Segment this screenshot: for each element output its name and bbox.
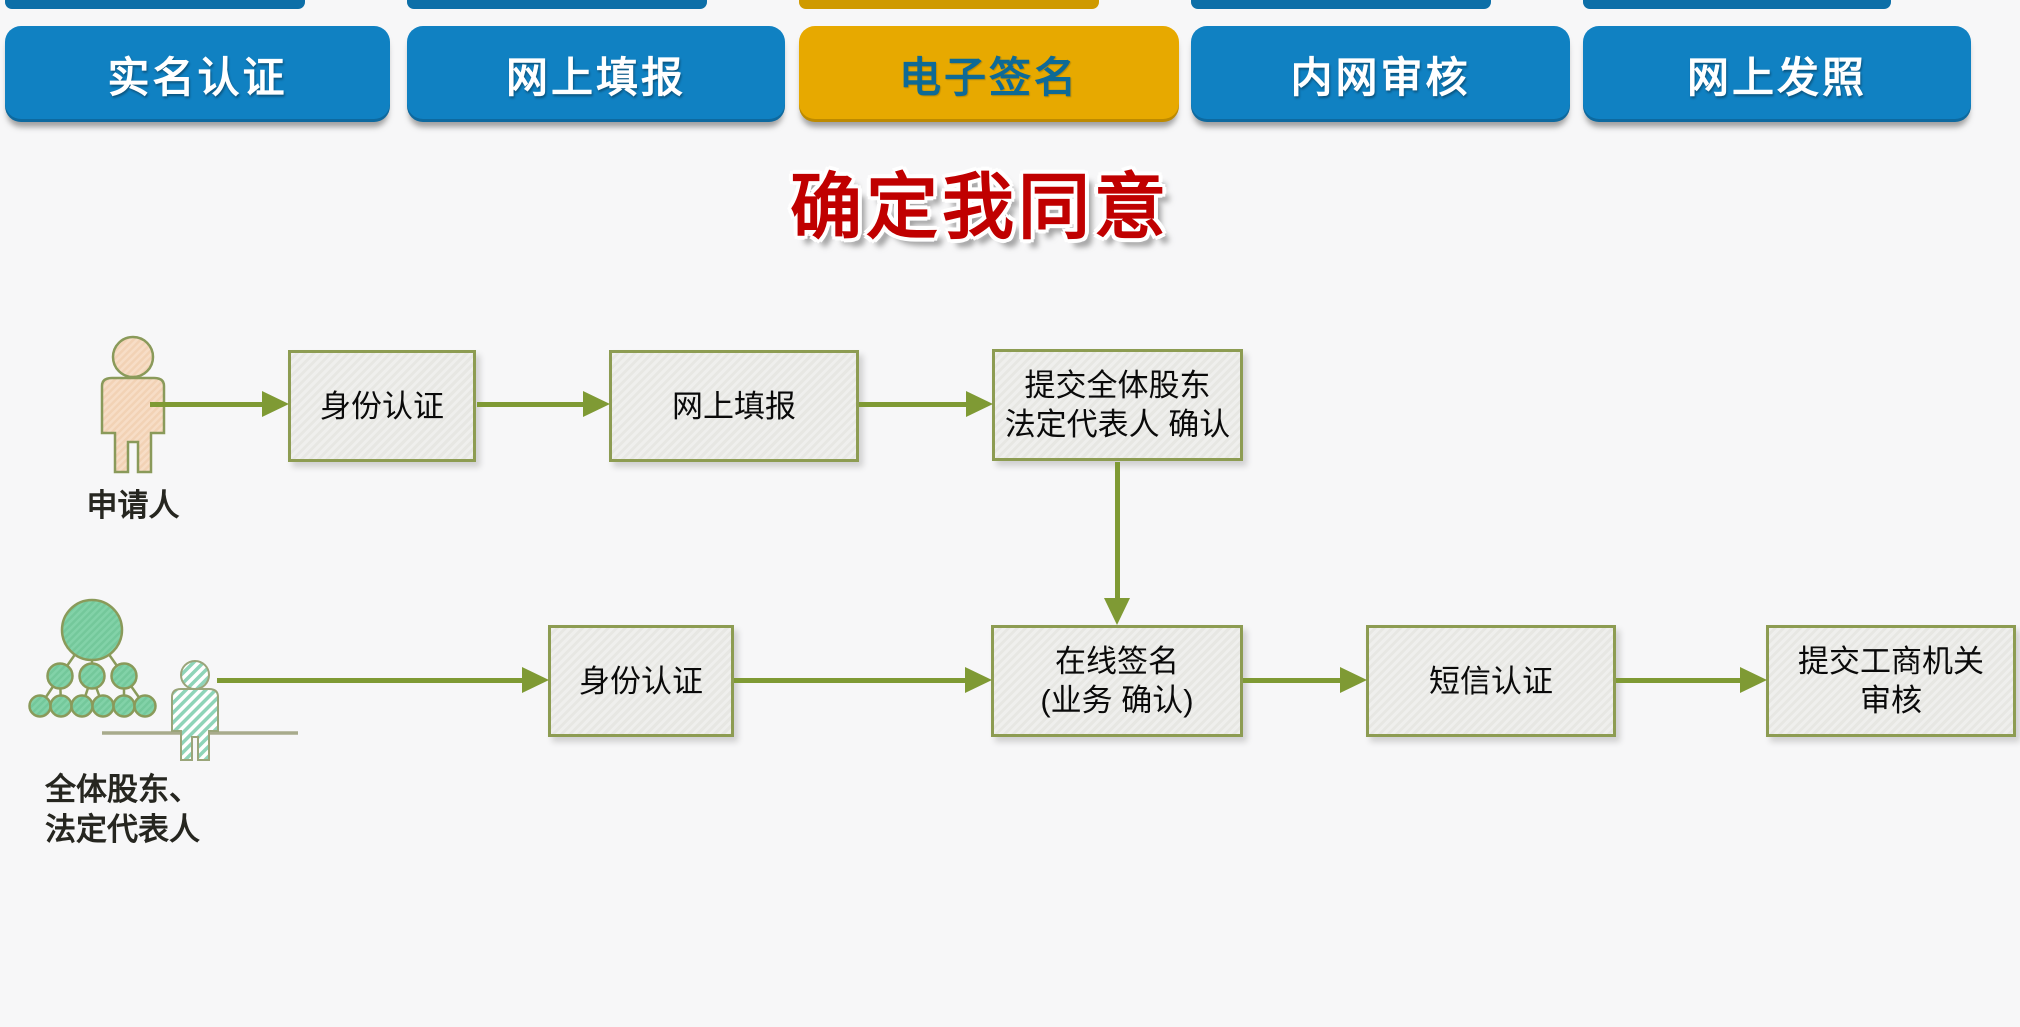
flow-box-online-sign: 在线签名 (业务 确认) xyxy=(991,625,1243,737)
tab-sliver-3 xyxy=(799,0,1099,9)
flow-box-submit-review: 提交工商机关 审核 xyxy=(1766,625,2016,737)
arrow-applicant-to-identity xyxy=(150,391,289,417)
flow-box-text: 提交工商机关 xyxy=(1798,644,1984,679)
tab-online-filing[interactable]: 网上填报 xyxy=(407,26,785,122)
tab-sliver-1 xyxy=(5,0,305,9)
page-title: 确定我同意 xyxy=(789,168,1170,248)
tab-internal-review[interactable]: 内网审核 xyxy=(1191,26,1570,122)
flow-box-sms-auth: 短信认证 xyxy=(1366,625,1616,737)
flow-box-identity-auth-bottom: 身份认证 xyxy=(548,625,734,737)
flow-box-text: 提交全体股东 xyxy=(1024,368,1211,403)
flow-box-text: 身份认证 xyxy=(320,388,444,424)
shareholders-label-line1: 全体股东、 xyxy=(45,772,200,807)
flow-box-text: 法定代表人 确认 xyxy=(1004,407,1231,442)
flow-box-submit-confirm: 提交全体股东 法定代表人 确认 xyxy=(992,349,1243,461)
arrow-sign-to-sms xyxy=(1243,667,1367,693)
shareholders-label-line2: 法定代表人 xyxy=(45,812,200,847)
arrow-filing-to-submit xyxy=(859,391,993,417)
arrow-sms-to-review xyxy=(1616,667,1767,693)
tab-sliver-2 xyxy=(407,0,707,9)
arrow-identity-to-filing xyxy=(477,391,610,417)
tab-online-license[interactable]: 网上发照 xyxy=(1583,26,1971,122)
flow-box-text: 身份认证 xyxy=(579,663,703,699)
tab-electronic-signature[interactable]: 电子签名 xyxy=(799,26,1179,122)
flow-box-identity-auth-top: 身份认证 xyxy=(288,350,476,462)
flow-box-text: 短信认证 xyxy=(1429,663,1553,699)
flow-box-online-filing: 网上填报 xyxy=(609,350,859,462)
applicant-label: 申请人 xyxy=(86,488,180,523)
arrow-shareholders-to-identity xyxy=(217,667,549,693)
tab-sliver-5 xyxy=(1583,0,1891,9)
shareholders-label: 全体股东、 法定代表人 xyxy=(45,770,265,850)
org-group-icon xyxy=(20,596,310,766)
tab-real-name-auth[interactable]: 实名认证 xyxy=(5,26,390,122)
tab-sliver-4 xyxy=(1191,0,1491,9)
person-icon xyxy=(88,334,178,474)
flow-box-text: 网上填报 xyxy=(672,388,796,424)
flow-box-text: 在线签名 xyxy=(1055,644,1179,679)
arrow-identity-to-sign xyxy=(734,667,992,693)
arrow-submit-to-sign xyxy=(1104,462,1130,625)
flow-box-text: (业务 确认) xyxy=(1040,683,1194,718)
flow-box-text: 审核 xyxy=(1860,683,1922,718)
